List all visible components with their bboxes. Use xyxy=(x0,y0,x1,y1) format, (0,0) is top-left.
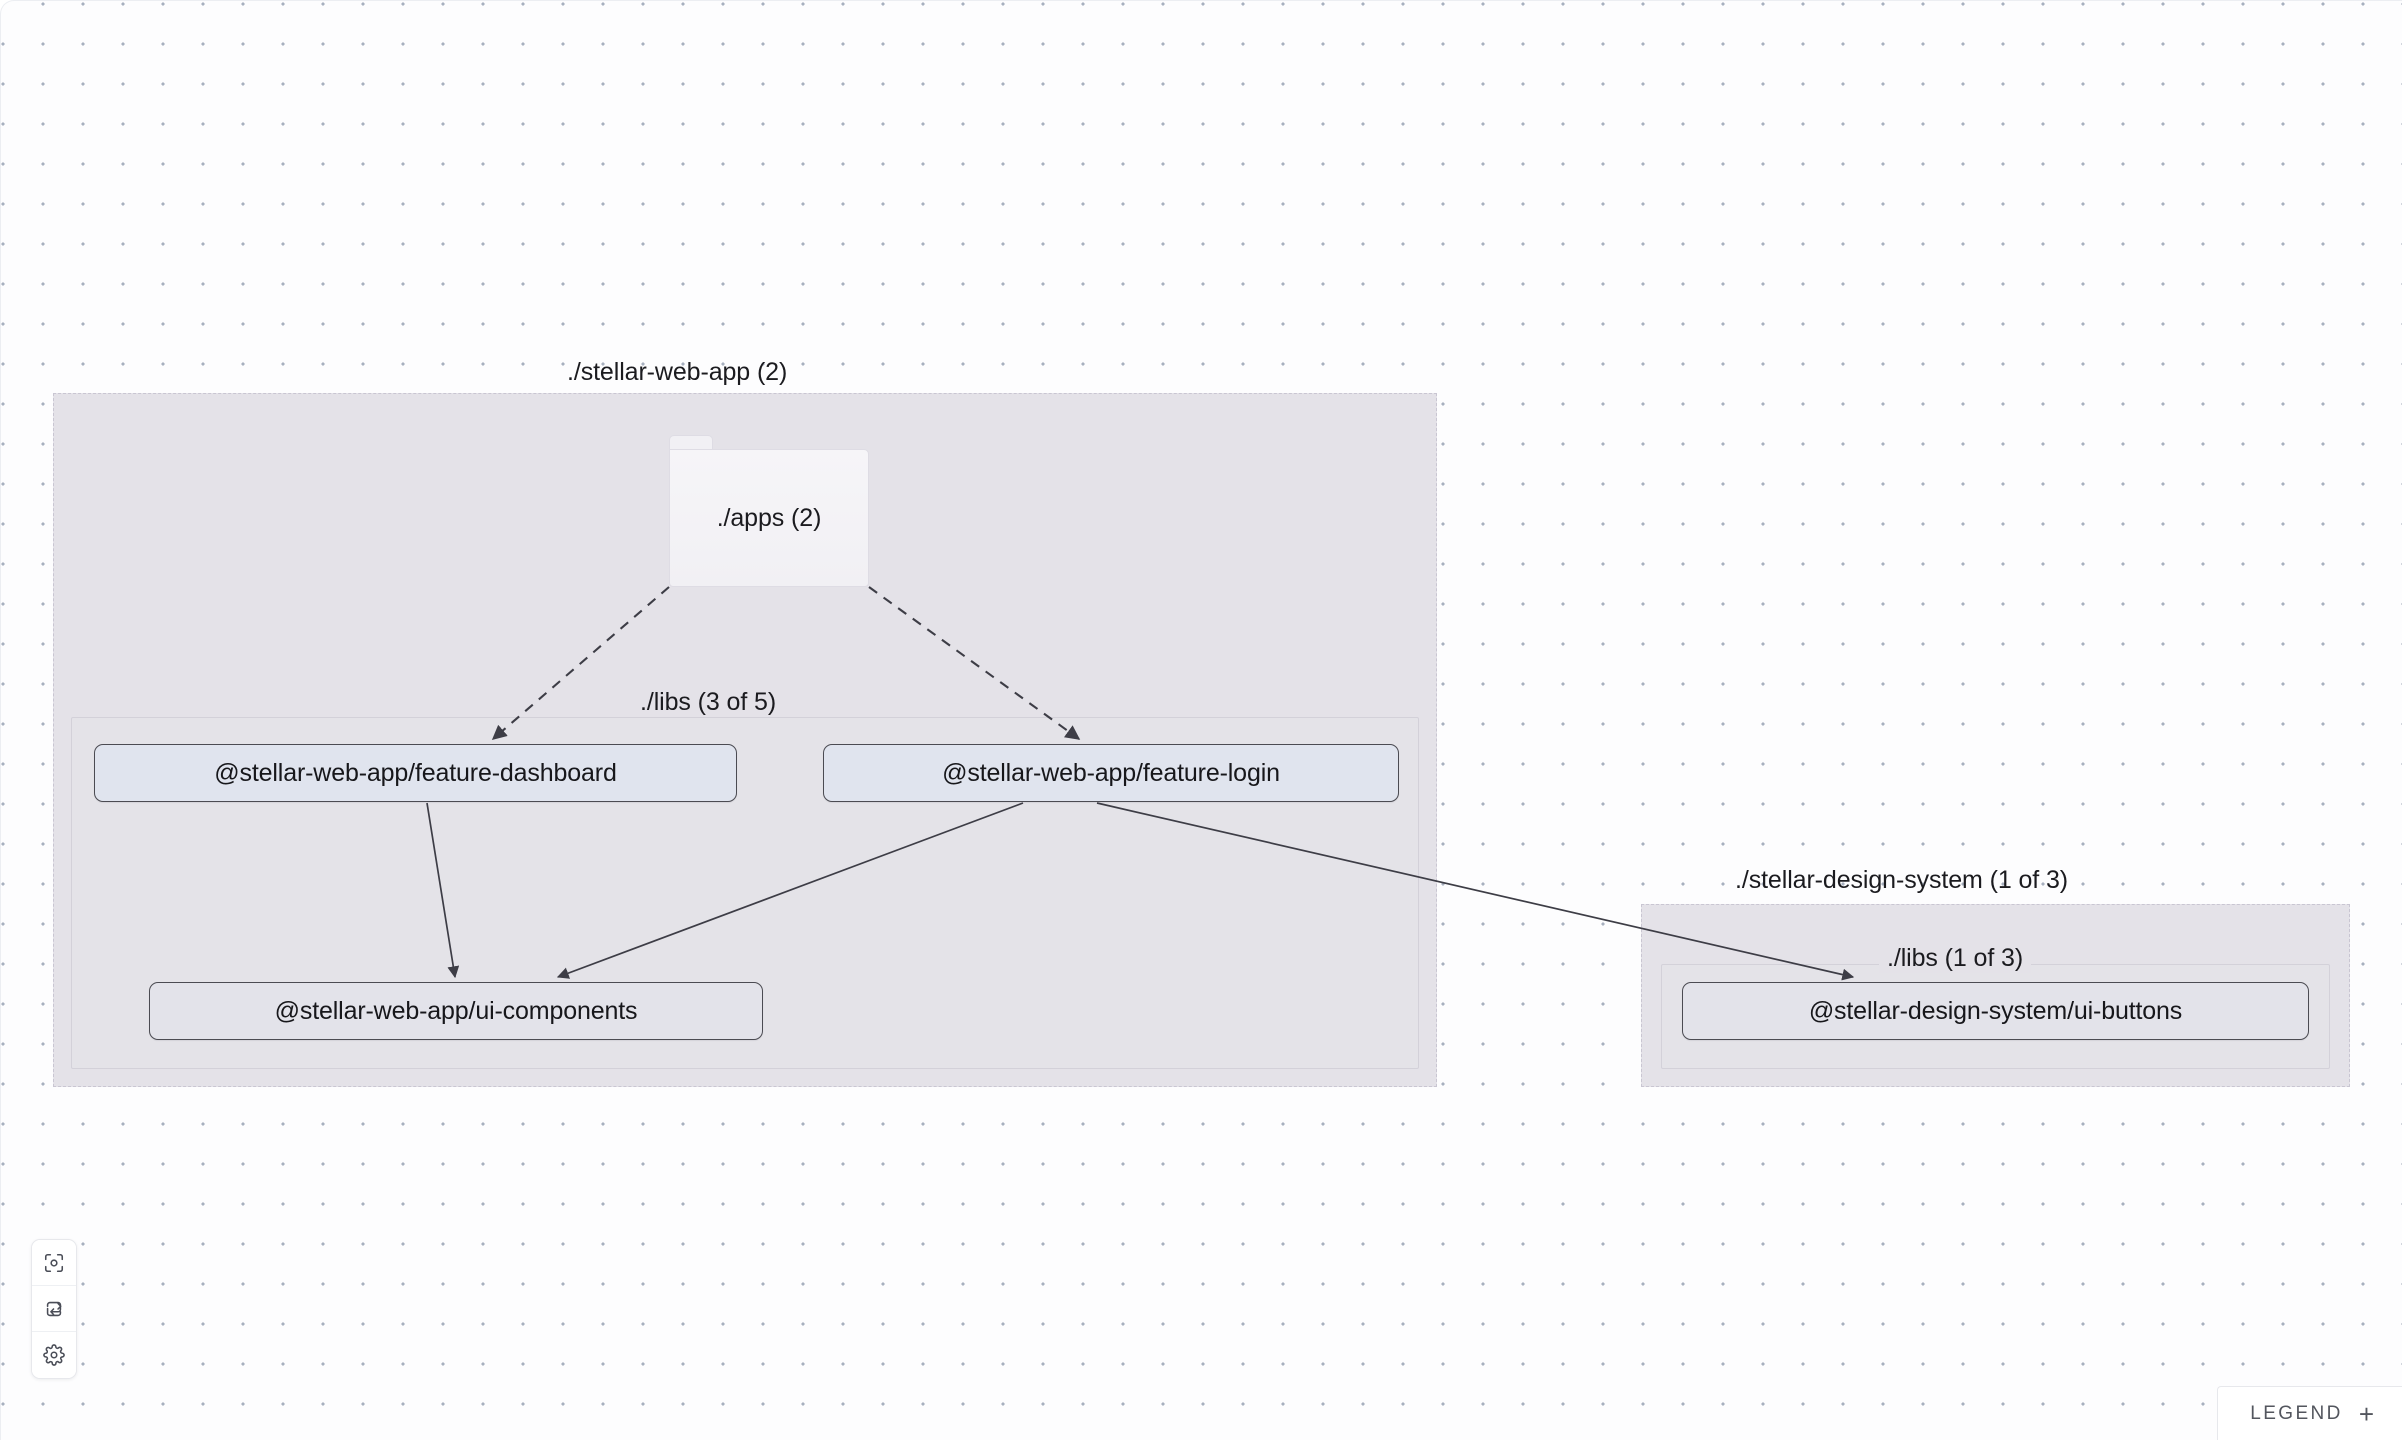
legend-label: LEGEND xyxy=(2250,1402,2343,1424)
lib-node-label: @stellar-design-system/ui-buttons xyxy=(1808,996,2183,1025)
focus-icon xyxy=(43,1252,65,1274)
graph-toolbar[interactable] xyxy=(31,1239,77,1379)
libs-label-stellar-web-app: ./libs (3 of 5) xyxy=(632,688,785,717)
project-label-stellar-web-app: ./stellar-web-app (2) xyxy=(567,358,788,386)
focus-graph-button[interactable] xyxy=(32,1240,76,1286)
graph-settings-button[interactable] xyxy=(32,1332,76,1378)
plus-icon: + xyxy=(2358,1398,2374,1429)
lib-node-feature-login[interactable]: @stellar-web-app/feature-login xyxy=(823,744,1399,802)
lib-node-label: @stellar-web-app/feature-login xyxy=(942,758,1280,787)
lib-node-label: @stellar-web-app/ui-components xyxy=(274,996,638,1025)
folder-tab-icon xyxy=(669,435,713,451)
lib-node-feature-dashboard[interactable]: @stellar-web-app/feature-dashboard xyxy=(94,744,737,802)
refresh-icon xyxy=(43,1298,65,1320)
folder-node-apps[interactable]: ./apps (2) xyxy=(669,435,869,587)
libs-label-stellar-design-system: ./libs (1 of 3) xyxy=(1879,944,2032,973)
lib-node-label: @stellar-web-app/feature-dashboard xyxy=(214,758,617,787)
project-label-stellar-design-system: ./stellar-design-system (1 of 3) xyxy=(1735,866,2069,894)
folder-body: ./apps (2) xyxy=(669,449,869,587)
legend-toggle[interactable]: LEGEND + xyxy=(2217,1386,2402,1440)
refresh-graph-button[interactable] xyxy=(32,1286,76,1332)
folder-node-label: ./apps (2) xyxy=(716,503,822,532)
lib-node-ui-buttons[interactable]: @stellar-design-system/ui-buttons xyxy=(1682,982,2309,1040)
lib-node-ui-components[interactable]: @stellar-web-app/ui-components xyxy=(149,982,763,1040)
gear-icon xyxy=(43,1344,65,1366)
